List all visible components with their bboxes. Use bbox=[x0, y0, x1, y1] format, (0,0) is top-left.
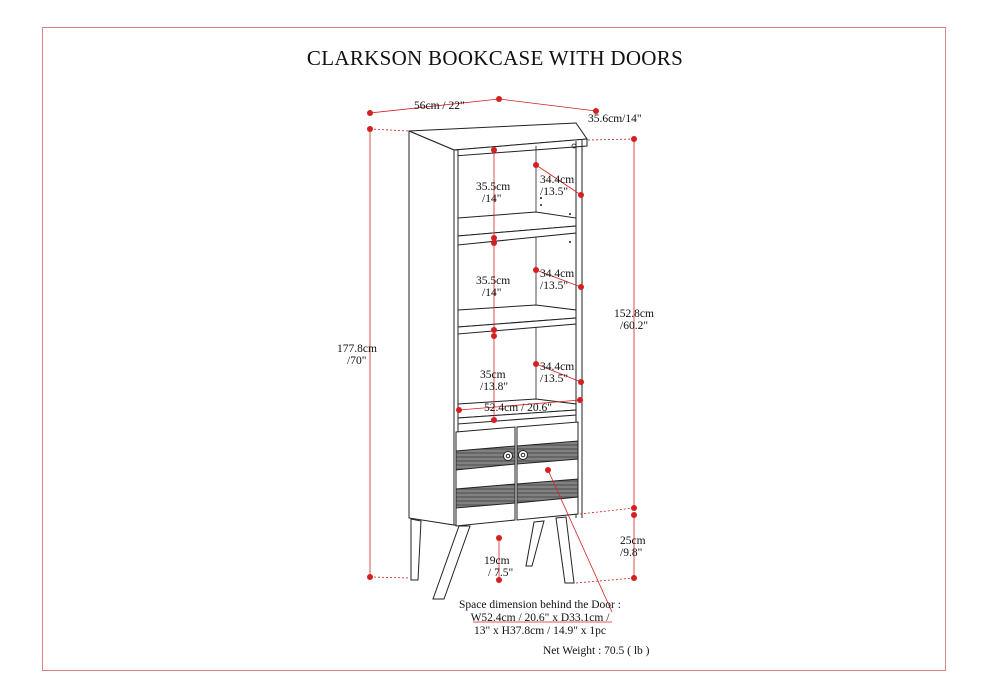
door-left-slat-top bbox=[455, 445, 516, 471]
door-right-slat-top bbox=[516, 440, 579, 465]
dim-inner-width: 52.4cm / 20.6" bbox=[484, 402, 552, 414]
shelf-3 bbox=[457, 398, 577, 419]
net-weight: Net Weight : 70.5 ( lb ) bbox=[543, 645, 650, 657]
dim-shelf3-depth: 34.4cm /13.5" bbox=[540, 361, 575, 385]
leg-front-right bbox=[555, 516, 575, 584]
shelves bbox=[457, 211, 577, 425]
dim-shelf2-height: 35.5cm /14" bbox=[476, 275, 511, 299]
dimension-dots bbox=[367, 96, 637, 583]
shelf-3-edge bbox=[457, 409, 577, 425]
dim-shelf1-height: 35.5cm /14" bbox=[476, 181, 511, 205]
diagram-frame bbox=[42, 27, 946, 671]
dim-shelf3-height: 35cm /13.8" bbox=[480, 369, 509, 393]
dim-shelf2-depth: 34.4cm /13.5" bbox=[540, 268, 575, 292]
shelf-1-edge bbox=[457, 225, 577, 246]
diagram-title: CLARKSON BOOKCASE WITH DOORS bbox=[306, 46, 684, 70]
dim-body-height: 152.8cm /60.2" bbox=[614, 308, 654, 332]
cabinet-doors bbox=[455, 421, 579, 527]
left-side-panel bbox=[408, 130, 455, 526]
shelf-2-edge bbox=[457, 317, 577, 335]
legs bbox=[410, 516, 575, 600]
dim-width-top: 56cm / 22" bbox=[414, 100, 465, 112]
door-left bbox=[455, 426, 516, 527]
shelf-2 bbox=[457, 304, 577, 328]
dim-leg-clearance: 19cm / 7.5" bbox=[484, 555, 514, 579]
dim-leg-height: 25cm /9.8" bbox=[620, 535, 646, 559]
door-right-slat-bottom bbox=[516, 478, 579, 504]
dim-shelf1-depth: 34.4cm /13.5" bbox=[540, 174, 575, 198]
shelf-1 bbox=[457, 211, 577, 237]
shelf-pin-holes bbox=[540, 143, 577, 243]
leg-front-left bbox=[432, 525, 471, 600]
space-dimension-note: Space dimension behind the Door : W52.4c… bbox=[459, 599, 621, 637]
dim-depth-top: 35.6cm/14" bbox=[588, 113, 642, 125]
dim-total-height: 177.8cm /70" bbox=[337, 343, 377, 367]
door-left-slat-bottom bbox=[455, 483, 516, 509]
dimension-lines bbox=[369, 98, 635, 623]
leg-back-right bbox=[525, 520, 545, 567]
leg-back-left bbox=[410, 518, 422, 581]
